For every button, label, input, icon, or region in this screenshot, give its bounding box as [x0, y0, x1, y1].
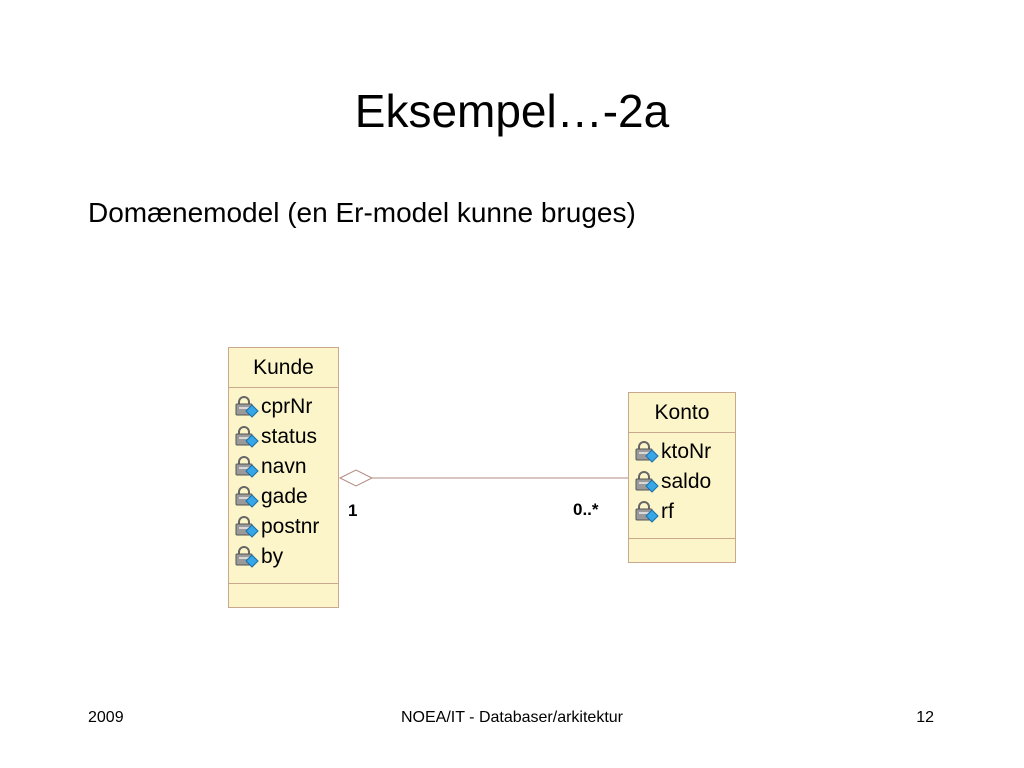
attribute: ktoNr [629, 437, 735, 467]
class-kunde: Kunde cprNr status navn gade postnr by [228, 347, 339, 608]
attribute-name: postnr [261, 515, 320, 538]
lock-key-icon [235, 426, 259, 448]
attribute-name: saldo [661, 470, 712, 493]
multiplicity-left: 1 [348, 501, 358, 520]
attribute: rf [629, 497, 735, 527]
attribute-name: cprNr [261, 395, 313, 418]
lock-key-icon [235, 516, 259, 538]
lock-key-icon [235, 456, 259, 478]
attribute: saldo [629, 467, 735, 497]
class-name: Kunde [229, 348, 338, 388]
attribute: by [229, 542, 338, 572]
attribute-name: by [261, 545, 284, 568]
footer-title: NOEA/IT - Databaser/arkitektur [401, 709, 623, 726]
attribute-name: gade [261, 485, 308, 508]
aggregation-diamond [338, 469, 374, 487]
lock-key-icon [635, 471, 659, 493]
attribute: postnr [229, 512, 338, 542]
lock-key-icon [635, 441, 659, 463]
lock-key-icon [235, 486, 259, 508]
attribute: navn [229, 452, 338, 482]
attribute: status [229, 422, 338, 452]
attribute: cprNr [229, 392, 338, 422]
attribute-name: status [261, 425, 318, 448]
footer-year: 2009 [88, 709, 124, 726]
class-konto: Konto ktoNr saldo rf [628, 392, 736, 563]
lock-key-icon [235, 546, 259, 568]
attribute-name: navn [261, 455, 307, 478]
lock-key-icon [235, 396, 259, 418]
attribute-name: rf [661, 500, 674, 523]
multiplicity-right: 0..* [573, 500, 599, 519]
attribute: gade [229, 482, 338, 512]
slide-subtitle: Domænemodel (en Er-model kunne bruges) [88, 197, 636, 228]
class-name: Konto [629, 393, 735, 433]
lock-key-icon [635, 501, 659, 523]
attribute-name: ktoNr [661, 440, 712, 463]
page-number: 12 [916, 709, 934, 726]
attribute-list: cprNr status navn gade postnr by [229, 388, 338, 584]
attribute-list: ktoNr saldo rf [629, 433, 735, 539]
slide-title: Eksempel…-2a [354, 85, 670, 137]
